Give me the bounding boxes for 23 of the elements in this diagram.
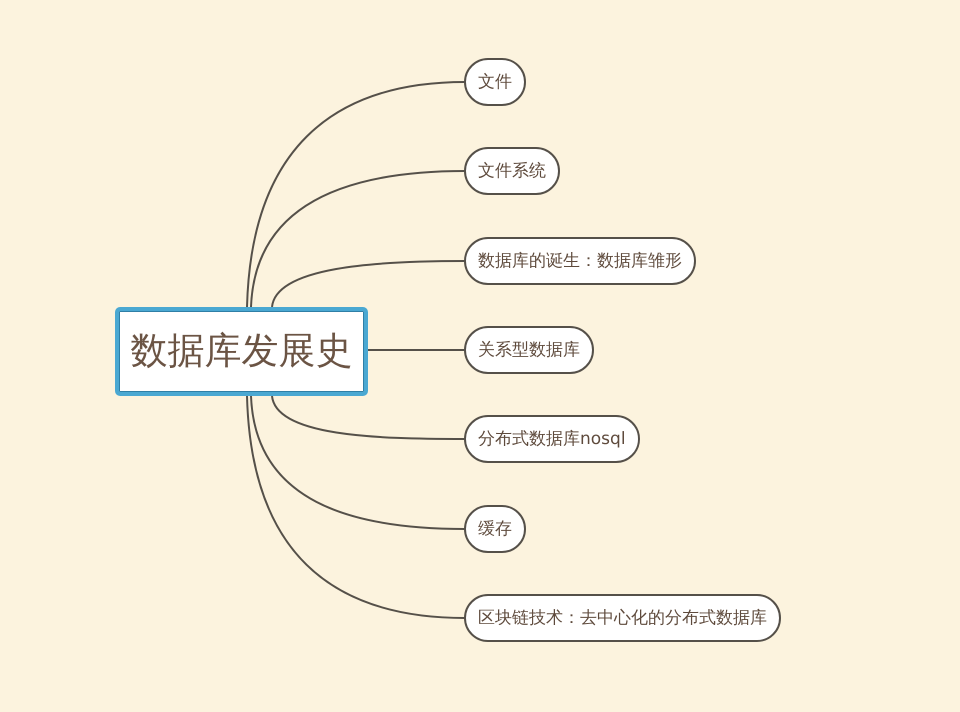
connector-line (368, 349, 465, 351)
topic-box (115, 307, 368, 396)
connector-line (250, 170, 466, 308)
topic-text: 关系型数据库 (478, 340, 580, 360)
topic-pill (464, 415, 640, 463)
topic-pill (464, 58, 526, 106)
connector-line (271, 260, 465, 308)
topic-pill (464, 147, 560, 195)
topic-pill (464, 594, 781, 642)
topic-pill (464, 326, 594, 374)
topic-text: 文件系统 (478, 160, 546, 182)
connector-line (246, 396, 466, 619)
topic-pill (464, 505, 526, 553)
topic-pill (464, 237, 696, 285)
connector-line (250, 396, 466, 530)
topic-text: 分布式数据库nosql (478, 428, 626, 450)
connector-line (271, 396, 465, 440)
topic-text: 区块链技术：去中心化的分布式数据库 (478, 608, 767, 628)
topic-text: 文件 (478, 72, 512, 92)
connector-line (246, 81, 466, 308)
topic-title: 数据库发展史 (130, 329, 352, 374)
topic-text: 缓存 (478, 518, 512, 540)
topic-text: 数据库的诞生：数据库雏形 (478, 250, 682, 272)
